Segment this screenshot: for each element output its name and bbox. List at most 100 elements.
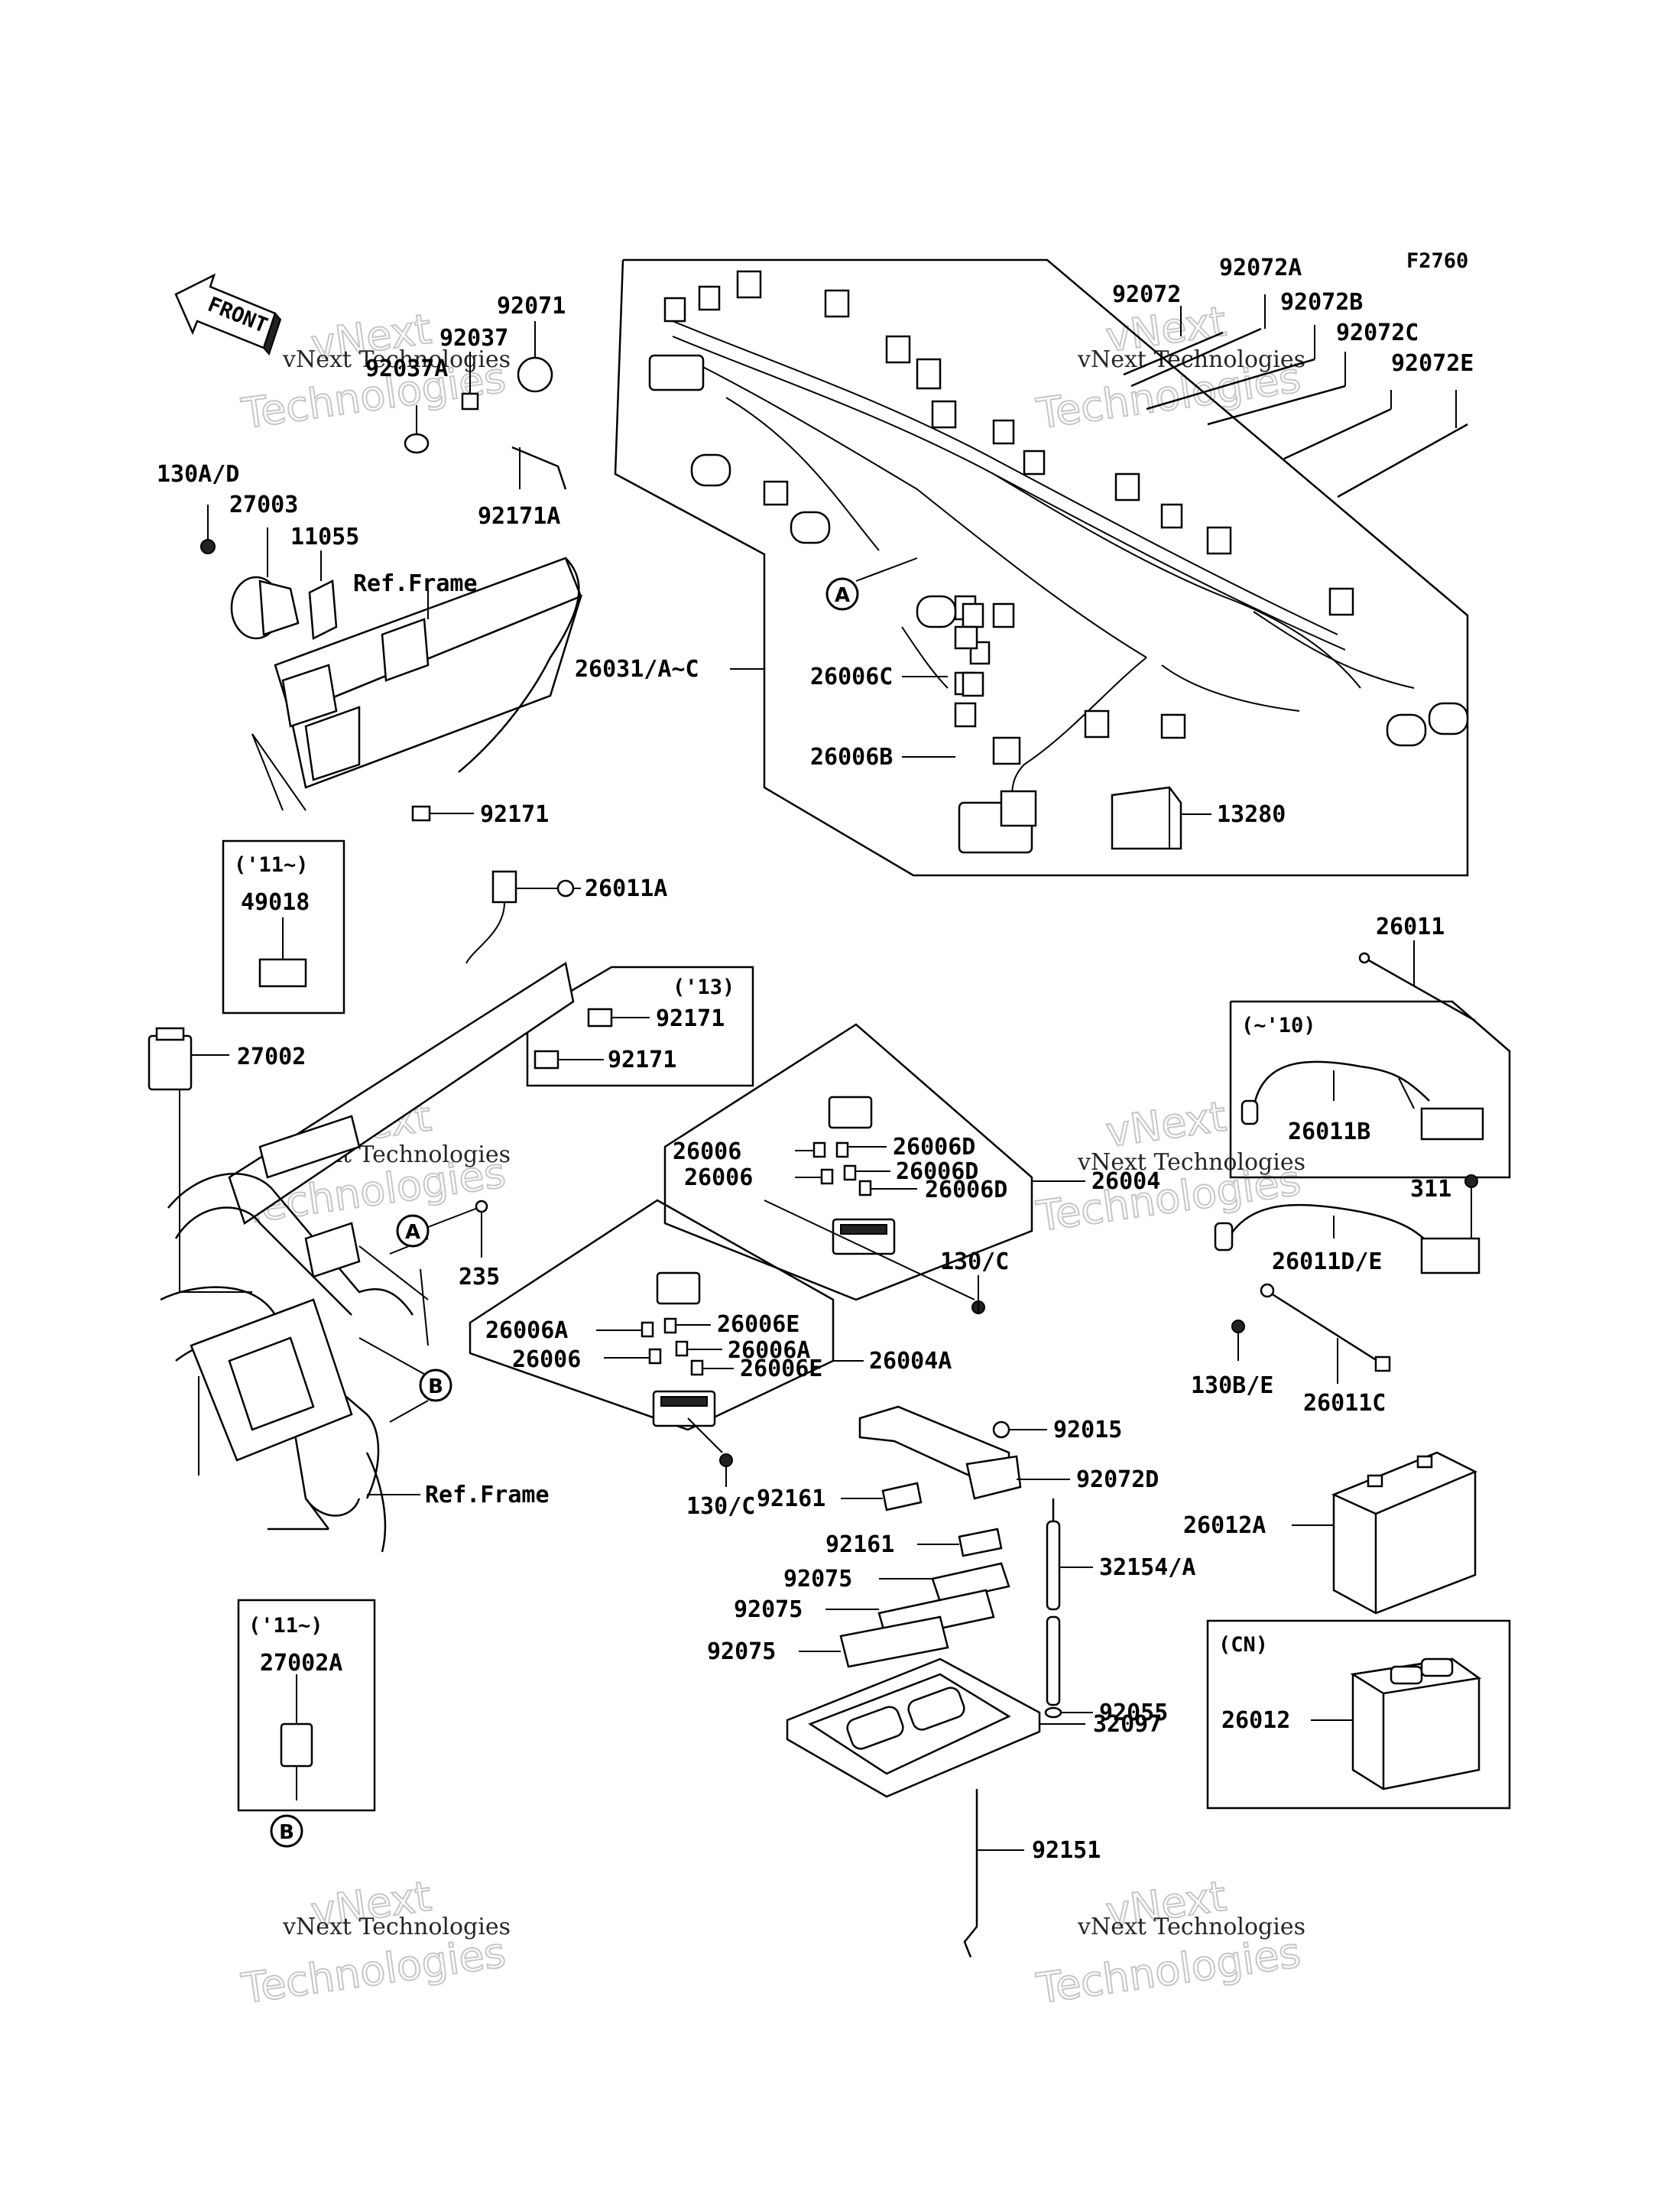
label-27003: 27003 [229, 492, 298, 518]
label-26006B: 26006B [810, 744, 893, 771]
label-13280: 13280 [1217, 801, 1286, 828]
label-26011C: 26011C [1303, 1390, 1386, 1417]
label-26011B: 26011B [1288, 1118, 1370, 1145]
label-92151: 92151 [1032, 1837, 1101, 1864]
label-26006-1: 26006 [673, 1138, 741, 1165]
callout-a-frame: A [396, 1200, 488, 1248]
label-ref-frame-top: Ref.Frame [353, 570, 478, 597]
box-cn [1206, 1619, 1511, 1810]
label-92171A: 92171A [478, 503, 560, 530]
fuse-box-26004 [663, 1023, 1085, 1314]
label-26006-3: 26006 [512, 1346, 581, 1373]
label-49018: 49018 [241, 889, 310, 916]
callout-b-text: B [279, 1821, 294, 1844]
label-311: 311 [1410, 1176, 1451, 1203]
label-26012A: 26012A [1183, 1512, 1266, 1539]
label-92037A: 92037A [365, 356, 448, 382]
label-26004: 26004 [1091, 1168, 1160, 1195]
label-11055: 11055 [290, 524, 359, 550]
label-32097: 32097 [1093, 1711, 1162, 1738]
watermark-text: Technologies [238, 1928, 508, 2013]
label-26031: 26031/A~C [575, 656, 699, 683]
label-26006-2: 26006 [684, 1164, 753, 1191]
pads-and-rods [799, 1482, 1093, 1719]
watermark-bottom-left: vNext vNext Technologies Technologies [238, 1872, 511, 2014]
battery-tray [786, 1657, 1085, 1958]
label-ref-frame-bottom: Ref.Frame [425, 1482, 550, 1508]
label-92072E: 92072E [1391, 350, 1474, 377]
label-92072A: 92072A [1219, 255, 1302, 281]
fuse-box-26004A [469, 1199, 864, 1487]
label-130C-2: 130/C [686, 1493, 755, 1520]
year-box-label: (CN) [1218, 1633, 1268, 1657]
label-27002: 27002 [237, 1044, 306, 1070]
callout-b-text: B [428, 1375, 443, 1398]
callout-a-text: A [405, 1221, 420, 1244]
front-arrow-icon: FRONT [174, 273, 282, 356]
watermark-text: vNext Technologies [282, 1914, 511, 1940]
main-harness-outline [614, 258, 1469, 877]
watermark-mid-right: vNext vNext Technologies Technologies [1033, 1092, 1305, 1242]
label-92072C: 92072C [1336, 320, 1419, 346]
label-26006E-1: 26006E [717, 1311, 799, 1338]
label-92161-1: 92161 [757, 1485, 825, 1512]
year-box-label: ('13) [673, 976, 735, 999]
year-box-label: ('11~) [248, 1614, 323, 1638]
box-y11-bottom [237, 1599, 376, 1812]
part-26011a [465, 870, 581, 964]
label-92075-1: 92075 [783, 1566, 852, 1592]
callout-a-harness: A [825, 577, 859, 611]
frame-upper [251, 557, 582, 822]
battery-26012A [1292, 1451, 1477, 1615]
label-26006D-1: 26006D [893, 1134, 975, 1161]
label-235: 235 [459, 1264, 500, 1291]
label-92072D: 92072D [1076, 1466, 1159, 1493]
part-27002 [148, 1027, 252, 1293]
watermark-text: vNext [1103, 1093, 1229, 1157]
label-26006D-3: 26006D [925, 1177, 1007, 1203]
label-92171-c: 92171 [608, 1047, 676, 1073]
label-26011DE: 26011D/E [1272, 1248, 1383, 1275]
part-26011C [1231, 1283, 1391, 1384]
watermark-text: vNext Technologies [282, 346, 511, 373]
label-32154A: 32154/A [1099, 1554, 1195, 1581]
callout-b-box: B [270, 1814, 303, 1848]
figure-code: F2760 [1406, 249, 1468, 273]
frame-lower [160, 961, 575, 1553]
label-26006A-1: 26006A [485, 1317, 568, 1344]
part-26011 [1358, 940, 1476, 1022]
label-92015: 92015 [1053, 1417, 1122, 1443]
label-26006E-2: 26006E [740, 1355, 822, 1382]
label-130C-1: 130/C [940, 1248, 1009, 1275]
watermark-bottom-right: vNext vNext Technologies Technologies [1033, 1872, 1305, 2014]
label-92071: 92071 [497, 293, 566, 320]
year-box-label: ('11~) [234, 853, 309, 877]
watermark-text: Technologies [1033, 1928, 1303, 2013]
label-26011: 26011 [1376, 914, 1445, 940]
tie-bands [1123, 294, 1468, 498]
label-26004A: 26004A [869, 1348, 952, 1375]
part-26011DE [1214, 1174, 1481, 1274]
label-92055: 92055 [1099, 1700, 1168, 1726]
label-26006A-2: 26006A [728, 1337, 810, 1364]
label-26006D-2: 26006D [896, 1158, 978, 1185]
callout-b-frame: B [389, 1368, 452, 1423]
battery-bracket [858, 1405, 1070, 1500]
label-92075-2: 92075 [734, 1596, 803, 1623]
main-wiring-harness [648, 270, 1469, 854]
box-y10 [1229, 1000, 1511, 1179]
top-left-parts [200, 321, 567, 640]
watermark-text: vNext Technologies [1077, 1149, 1305, 1176]
label-130AD: 130A/D [157, 461, 239, 488]
label-92171-a: 92171 [480, 801, 549, 828]
label-92075-3: 92075 [707, 1638, 776, 1665]
leaders-harness [730, 557, 1211, 815]
label-92037: 92037 [439, 325, 508, 352]
year-box-label: (~'10) [1241, 1014, 1316, 1037]
watermark-text: vNext Technologies [1077, 1914, 1305, 1940]
label-92072B: 92072B [1280, 289, 1363, 316]
label-26006C: 26006C [810, 664, 893, 690]
label-26011A: 26011A [585, 875, 667, 902]
